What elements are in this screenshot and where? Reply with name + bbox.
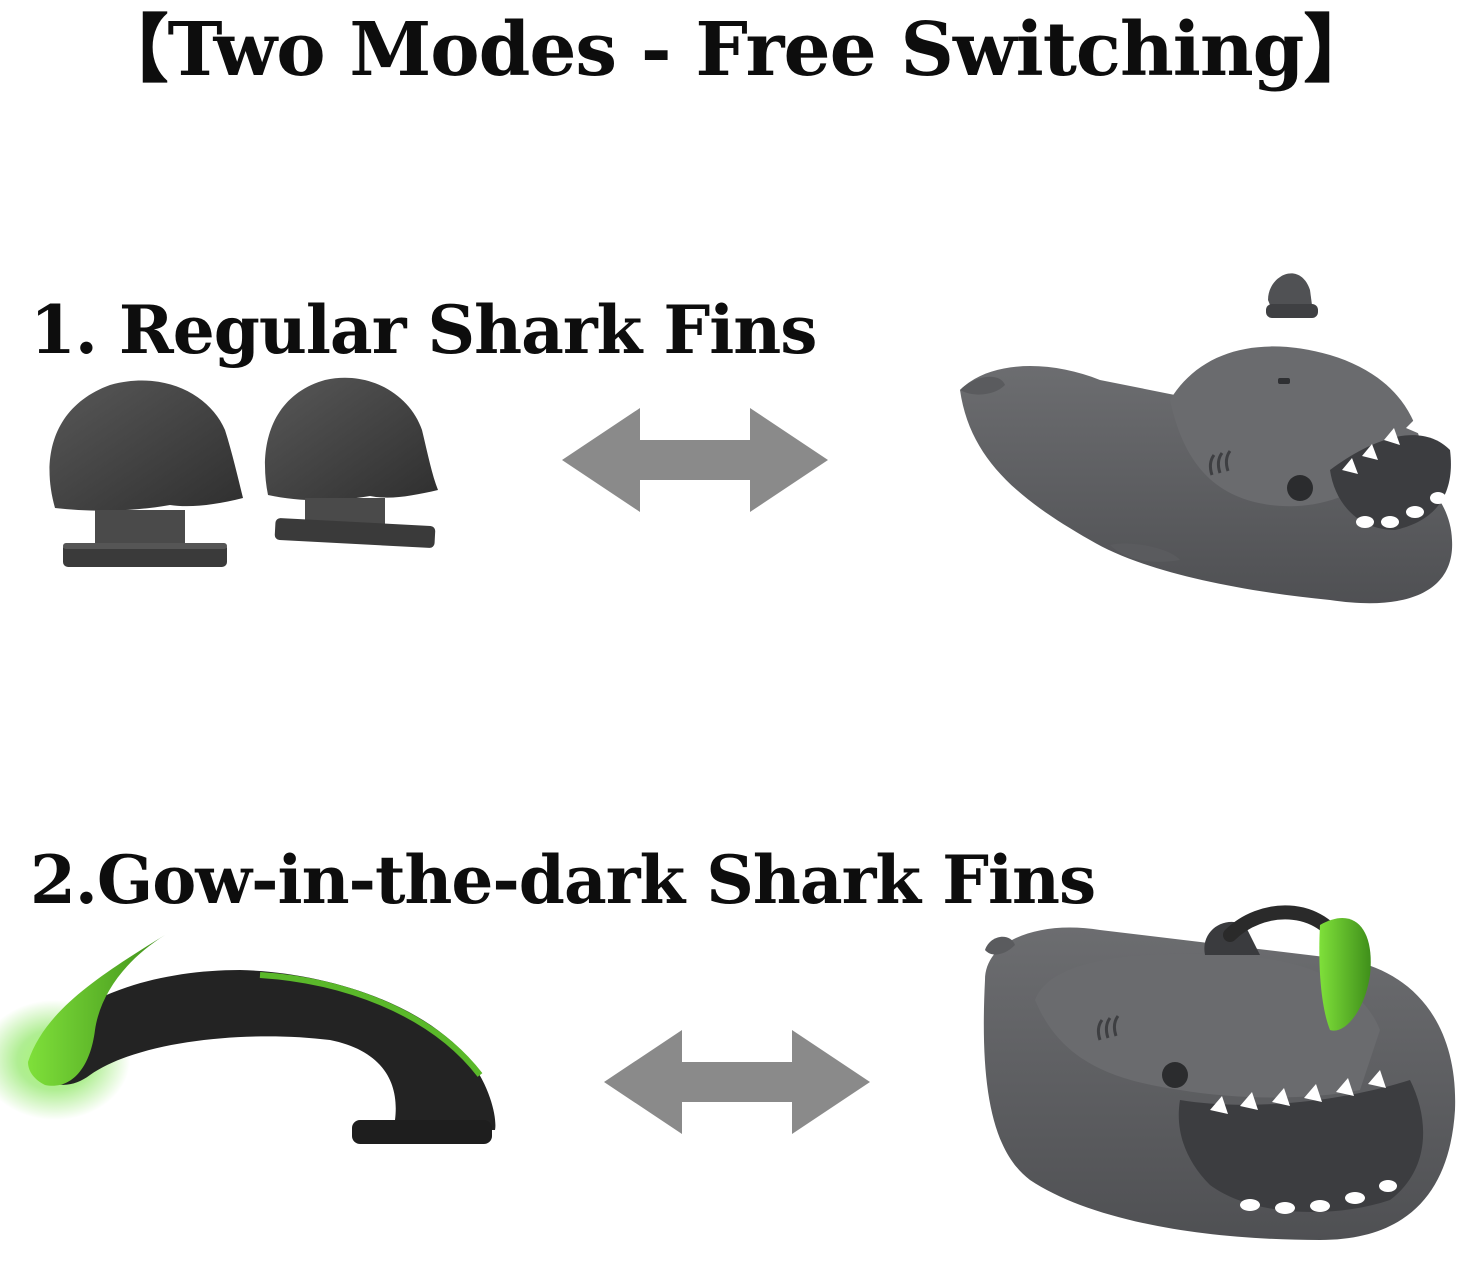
shark-slide-icon <box>960 273 1453 604</box>
regular-fin-icon <box>49 380 244 567</box>
page-headline: 【Two Modes - Free Switching】 <box>94 7 1378 93</box>
regular-fin-icon <box>264 377 438 548</box>
two-way-arrow-icon <box>562 408 828 512</box>
shark-slide-icon <box>983 905 1456 1240</box>
two-way-arrow-icon <box>604 1030 870 1134</box>
mode-2-label: 2.Gow-in-the-dark Shark Fins <box>30 841 1096 919</box>
mode-1-label: 1. Regular Shark Fins <box>30 291 817 369</box>
glow-fin-icon <box>0 935 496 1144</box>
